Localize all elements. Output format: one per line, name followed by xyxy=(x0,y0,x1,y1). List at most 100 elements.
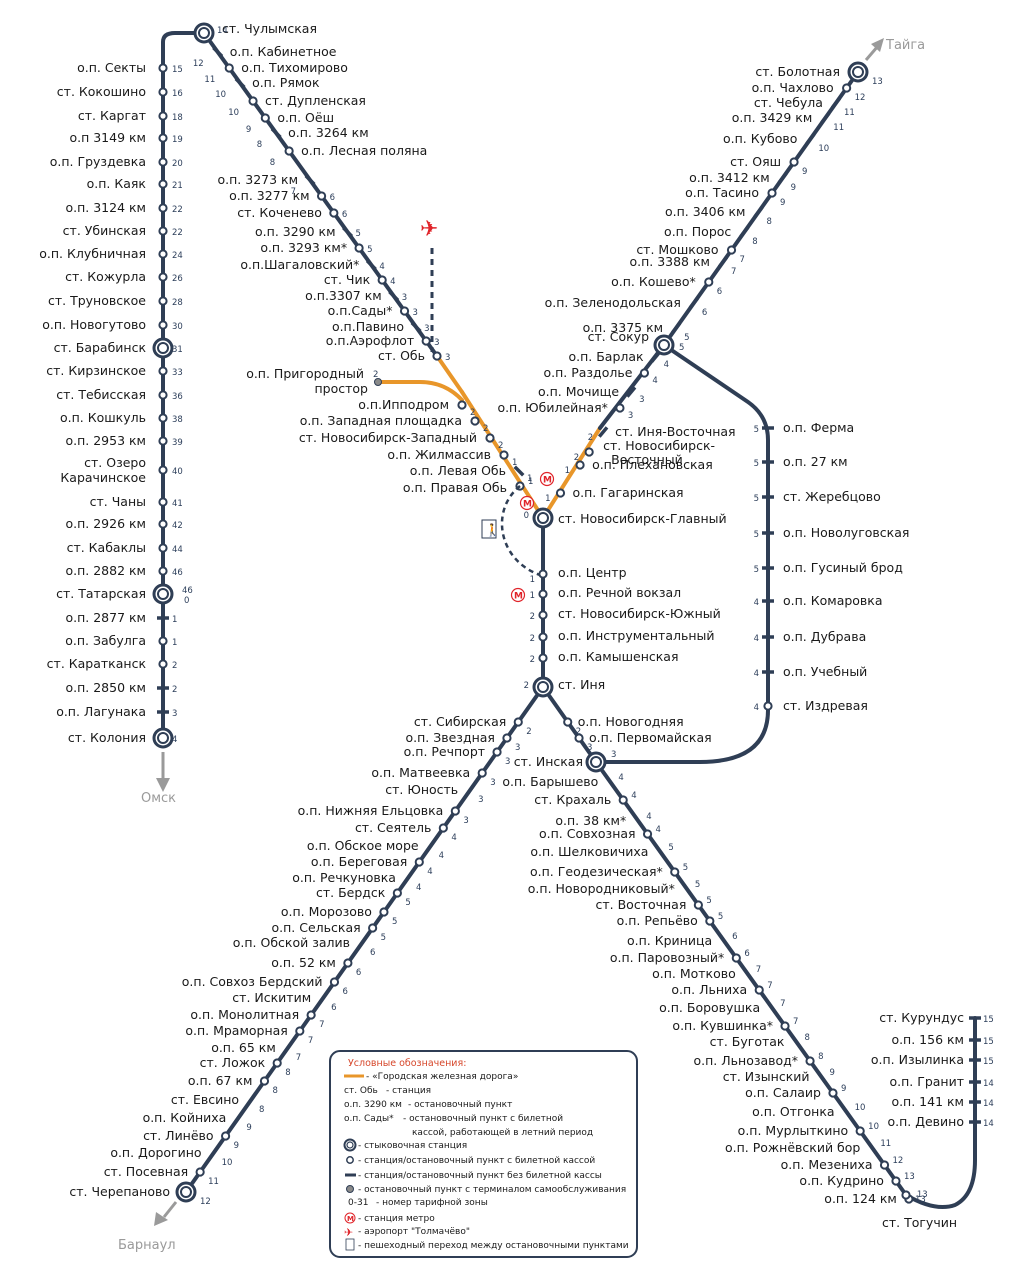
station-ст-буготак[interactable] xyxy=(791,1036,802,1048)
station-о-п-3412-км[interactable] xyxy=(777,172,788,184)
station-ст-новосибирск-южный[interactable] xyxy=(538,610,548,620)
station-о-п-камышенская[interactable] xyxy=(538,653,548,663)
station-о-п-секты[interactable] xyxy=(158,63,168,73)
station-ст-тогучин[interactable] xyxy=(901,1190,911,1200)
station-о-п-жилмассив[interactable] xyxy=(499,450,509,460)
station-ст-обь[interactable] xyxy=(432,351,442,361)
station-о-п-65-км[interactable] xyxy=(282,1042,293,1054)
station-о-п-геодезическая-[interactable] xyxy=(670,867,680,877)
station-о-п-чахлово[interactable] xyxy=(842,83,852,93)
station-ст-линёво[interactable] xyxy=(220,1131,231,1141)
station-о-п-сады-[interactable] xyxy=(399,306,410,316)
station-о-п-льнозавод-[interactable] xyxy=(805,1056,815,1066)
station-о-п-льниха[interactable] xyxy=(754,985,764,995)
station-ст-чебула[interactable] xyxy=(830,97,842,109)
station-о-п-обское-море[interactable] xyxy=(425,840,436,852)
station-о-п-оёш[interactable] xyxy=(260,113,270,123)
station-о-п-мраморная[interactable] xyxy=(295,1026,305,1036)
station-о-п-3124-км[interactable] xyxy=(158,203,168,213)
station-ст-сокур[interactable] xyxy=(653,334,675,356)
station-о-п-52-км[interactable] xyxy=(343,958,353,968)
station-о-п-матвеевка[interactable] xyxy=(477,768,487,778)
station-о-п-3375-км[interactable] xyxy=(671,322,682,334)
station-о-п-шелковичиха[interactable] xyxy=(655,846,666,858)
station-ст-кабаклы[interactable] xyxy=(158,543,168,553)
station-ст-караткан-ск[interactable] xyxy=(158,659,168,669)
station-о-п-3388-км[interactable] xyxy=(717,256,729,268)
station-ст-юность[interactable] xyxy=(465,784,476,796)
station-о-п-зеленодольская[interactable] xyxy=(688,297,699,309)
station-о-п-лесная-поляна[interactable] xyxy=(284,146,294,156)
station-о-п-морозово[interactable] xyxy=(379,907,389,917)
station-ст-новосибирск-восточный[interactable] xyxy=(584,447,594,457)
station-о-п-кудрино[interactable] xyxy=(891,1176,901,1186)
station-о-п-мочище[interactable] xyxy=(625,386,637,398)
station-о-п-3273-км[interactable] xyxy=(304,174,316,186)
station-ст-каргат[interactable] xyxy=(158,111,168,121)
station-ст-иня[interactable] xyxy=(532,676,554,698)
station-о-п-3406-км[interactable] xyxy=(753,206,764,218)
station-о-п-гагаринская[interactable] xyxy=(555,488,566,498)
station-о-п-совхозная[interactable] xyxy=(642,829,653,839)
station-ст-сибирская[interactable] xyxy=(513,717,523,727)
station-о-п-криница[interactable] xyxy=(719,935,730,947)
station-о-п-койниха[interactable] xyxy=(233,1112,244,1124)
station-ст-болотная[interactable] xyxy=(847,61,869,83)
station-о-п-первомайская[interactable] xyxy=(574,733,584,743)
station-ст-татарская[interactable] xyxy=(152,583,174,605)
station-ст-тебисская[interactable] xyxy=(158,390,168,400)
station-ст-крахаль[interactable] xyxy=(618,795,628,805)
station-о-п-кошкуль[interactable] xyxy=(158,413,168,423)
station-ст-дупленская[interactable] xyxy=(248,96,258,106)
station-о-п-западная-площадка[interactable] xyxy=(470,416,480,426)
station-ст-новосибирск-западный[interactable] xyxy=(485,433,495,443)
station-ст-искитим[interactable] xyxy=(318,992,329,1004)
station-ст-мошково[interactable] xyxy=(726,245,737,255)
station-о-п-паровозный-[interactable] xyxy=(731,953,741,963)
station-о-п-кошево-[interactable] xyxy=(704,277,714,287)
station-о-п-2882-км[interactable] xyxy=(158,566,168,576)
station-о-п-рожнёвский-бор[interactable] xyxy=(867,1142,878,1154)
station-о-п-3149-км[interactable] xyxy=(158,133,168,143)
station-ст-бердск[interactable] xyxy=(392,888,402,898)
station-о-п-3429-км[interactable] xyxy=(820,112,831,124)
station-о-п-мурлыткино[interactable] xyxy=(855,1126,865,1136)
station-ст-колония[interactable] xyxy=(152,727,174,749)
station-ст-инская[interactable] xyxy=(585,751,607,773)
station-о-п-обской-залив[interactable] xyxy=(357,937,367,949)
station-ст-восточная[interactable] xyxy=(693,900,703,910)
station-о-п-каяк[interactable] xyxy=(158,179,168,189)
station-о-п-плехановская[interactable] xyxy=(575,460,585,470)
station-о-п-порос[interactable] xyxy=(739,226,750,238)
station-о-п-кувшинка-[interactable] xyxy=(780,1021,790,1031)
station-о-п-береговая[interactable] xyxy=(414,857,424,867)
station-ст-сеятель[interactable] xyxy=(438,823,448,833)
station-о-п-звездная[interactable] xyxy=(502,733,512,743)
station-о-п-рямок[interactable] xyxy=(234,77,246,89)
station-о-п-центр[interactable] xyxy=(538,569,548,579)
station-о-п-нижняя-ельцовка[interactable] xyxy=(450,806,460,816)
station-ст-новосибирск-главный[interactable] xyxy=(532,507,554,529)
station-о-п-кубово[interactable] xyxy=(805,133,816,145)
station-о-п-совхоз-бердский[interactable] xyxy=(329,977,340,987)
station-о-п-2926-км[interactable] xyxy=(158,519,168,529)
station-о-п-новогутово[interactable] xyxy=(158,320,168,330)
station-о-п-груздевка[interactable] xyxy=(158,157,168,167)
station-о-п-павино[interactable] xyxy=(410,321,422,333)
station-о-п-3290-км[interactable] xyxy=(342,226,354,238)
station-о-п-салаир[interactable] xyxy=(828,1088,838,1098)
station-о-п-инструментальный[interactable] xyxy=(538,632,548,642)
station-о-п-новогодняя[interactable] xyxy=(563,717,573,727)
station-о-п-барлак[interactable] xyxy=(650,351,661,363)
station-о-п-забулга[interactable] xyxy=(158,636,168,646)
station-о-п-боровушка[interactable] xyxy=(767,1002,777,1014)
station-ст-евсино[interactable] xyxy=(246,1094,256,1106)
station-ст-кирзинское[interactable] xyxy=(158,366,168,376)
station-ст-коченево[interactable] xyxy=(329,208,339,218)
station-о-п-2953-км[interactable] xyxy=(158,436,168,446)
station-о-п-ипподром[interactable] xyxy=(457,400,467,410)
station-ст-издревая[interactable] xyxy=(763,701,773,711)
station-о-п-аэрофлот[interactable] xyxy=(421,336,431,346)
station-о-п-3277-км[interactable] xyxy=(316,191,327,201)
station-о-п-речкуновка[interactable] xyxy=(403,872,413,884)
